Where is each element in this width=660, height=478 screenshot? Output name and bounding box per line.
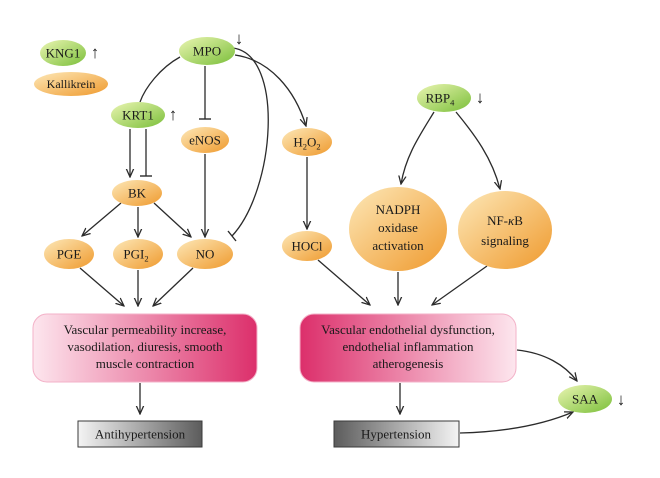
mpo-no-inhibition-bar <box>227 230 237 242</box>
hypertension-label: Hypertension <box>361 427 432 442</box>
pgi2-label: PGI2 <box>123 247 148 264</box>
rbp4-nfkb-arrow <box>455 111 500 189</box>
krt1-up-indicator: ↑ <box>169 105 178 124</box>
h2o2-label: H2O2 <box>293 135 320 152</box>
mpo-down-indicator: ↓ <box>235 29 244 48</box>
nfkb-label-line2: signaling <box>481 233 529 248</box>
enos-node: eNOS <box>181 127 229 153</box>
no-label: NO <box>196 247 215 262</box>
nadph-label-line1: NADPH <box>376 202 421 217</box>
vascular-endothelial-box: Vascular endothelial dysfunction, endoth… <box>299 313 517 383</box>
h2o2-node: H2O2 <box>282 128 332 156</box>
mpo-h2o2-arrow <box>234 54 306 126</box>
vascular-right-line1: Vascular endothelial dysfunction, <box>321 322 495 337</box>
rbp4-label: RBP4 <box>426 91 456 108</box>
connector-layer <box>79 47 577 434</box>
mpo-node: MPO ↓ <box>179 29 243 65</box>
nadph-label-line3: activation <box>372 238 424 253</box>
no-outcome-arrow <box>153 267 194 306</box>
rbp4-node: RBP4 ↓ <box>417 84 484 112</box>
vascular-right-line2: endothelial inflammation <box>342 339 474 354</box>
hocl-label: HOCl <box>291 239 322 254</box>
nadph-label-line2: oxidase <box>378 220 418 235</box>
kallikrein-node: Kallikrein <box>34 72 108 96</box>
kng1-label: KNG1 <box>46 46 81 61</box>
right-box-saa-arrow <box>516 349 577 381</box>
no-node: NO <box>177 239 233 269</box>
saa-label: SAA <box>572 392 599 407</box>
pge-outcome-arrow <box>79 267 124 306</box>
vascular-left-line1: Vascular permeability increase, <box>64 322 227 337</box>
vascular-left-line3: muscle contraction <box>96 356 195 371</box>
rbp4-nadph-arrow <box>401 111 435 184</box>
pgi2-node: PGI2 <box>113 239 163 269</box>
hypertension-box: Hypertension <box>333 420 460 448</box>
antihypertension-box: Antihypertension <box>77 420 203 448</box>
nfkb-node: NF-κB signaling <box>458 191 552 269</box>
vascular-right-line3: atherogenesis <box>373 356 444 371</box>
hocl-outcome-arrow <box>317 259 370 305</box>
vascular-left-line2: vasodilation, diuresis, smooth <box>67 339 223 354</box>
mpo-krt1-connector <box>139 56 181 103</box>
hypertension-saa-arrow <box>459 412 573 434</box>
pge-label: PGE <box>57 247 82 262</box>
kallikrein-label: Kallikrein <box>47 77 96 91</box>
saa-node: SAA ↓ <box>558 385 625 413</box>
krt1-node: KRT1 ↑ <box>111 102 177 128</box>
vascular-permeability-box: Vascular permeability increase, vasodila… <box>32 313 258 383</box>
rbp4-down-indicator: ↓ <box>476 88 485 107</box>
enos-label: eNOS <box>189 133 221 148</box>
kng1-node: KNG1 ↑ <box>40 40 99 66</box>
saa-down-indicator: ↓ <box>617 390 626 409</box>
bk-pge-arrow <box>82 202 122 236</box>
bk-node: BK <box>112 180 162 206</box>
nfkb-label-line1: NF-κB <box>487 213 523 228</box>
kng1-up-indicator: ↑ <box>91 43 100 62</box>
bk-label: BK <box>128 186 147 201</box>
bk-no-arrow <box>153 202 191 237</box>
nfkb-outcome-arrow <box>432 265 488 305</box>
krt1-label: KRT1 <box>122 108 154 123</box>
hocl-node: HOCl <box>282 231 332 261</box>
antihypertension-label: Antihypertension <box>95 427 186 442</box>
mpo-label: MPO <box>193 44 221 59</box>
pge-node: PGE <box>44 239 94 269</box>
mpo-no-inhibition <box>231 47 269 237</box>
nadph-node: NADPH oxidase activation <box>349 187 447 271</box>
